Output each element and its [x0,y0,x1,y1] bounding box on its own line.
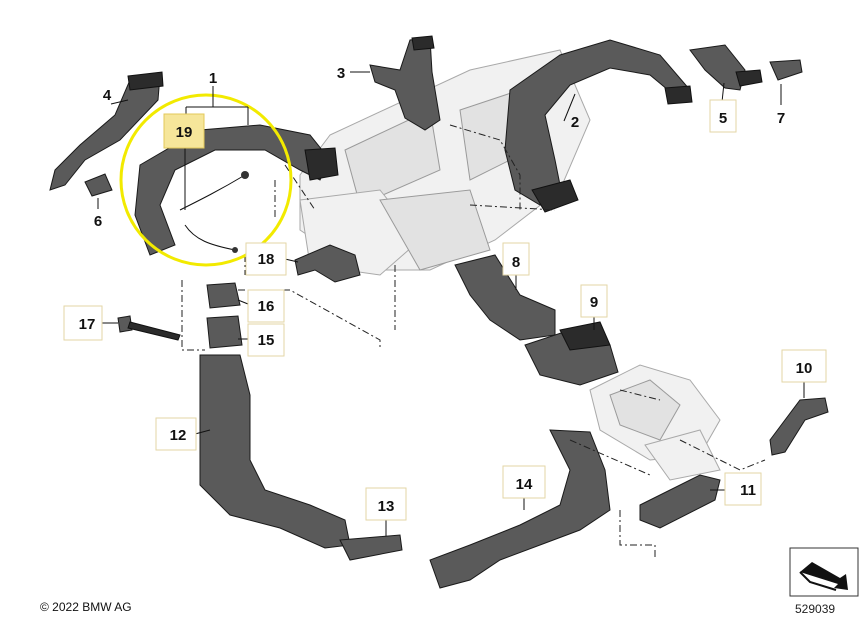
part-5-duct[interactable] [689,44,763,91]
svg-text:1: 1 [209,70,217,87]
part-11-tray[interactable] [639,474,721,529]
part-13-outlet[interactable] [339,534,403,561]
callout-17[interactable]: 17 [63,305,103,341]
svg-text:10: 10 [796,360,813,377]
svg-text:11: 11 [740,482,756,499]
callout-3[interactable]: 3 [337,65,345,82]
svg-text:4: 4 [103,87,112,104]
callout-18[interactable]: 18 [245,242,287,276]
callout-14[interactable]: 14 [502,465,546,499]
callout-6[interactable]: 6 [94,213,102,230]
svg-text:18: 18 [258,251,275,268]
svg-text:16: 16 [258,298,275,315]
callout-19[interactable]: 19 [163,113,205,149]
part-16-connector[interactable] [206,282,241,309]
callout-8[interactable]: 8 [502,242,530,276]
callout-10[interactable]: 10 [781,349,827,383]
diagram-number: 529039 [795,602,836,616]
svg-text:8: 8 [512,254,520,271]
callout-16[interactable]: 16 [247,289,285,323]
callout-2[interactable]: 2 [571,114,579,131]
part-7-nozzle[interactable] [769,59,803,81]
svg-text:17: 17 [79,316,96,333]
callout-7[interactable]: 7 [777,110,785,127]
svg-text:19: 19 [176,124,193,141]
svg-text:12: 12 [170,427,187,444]
callout-1[interactable]: 1 [209,70,217,87]
callout-4[interactable]: 4 [103,87,112,104]
highlight-circle [119,93,293,267]
part-6-clip[interactable] [84,173,113,197]
svg-text:14: 14 [516,476,533,493]
part-18-duct[interactable] [294,244,361,283]
svg-text:3: 3 [337,65,345,82]
part-17-screw[interactable] [117,315,181,341]
part-2-duct[interactable] [504,39,693,213]
callout-11[interactable]: 11 [724,472,762,506]
svg-text:15: 15 [258,332,275,349]
navigation-arrow-icon[interactable] [789,547,859,597]
part-10-duct[interactable] [769,397,829,456]
part-9-duct[interactable] [524,321,619,386]
part-4-duct[interactable] [49,71,164,191]
svg-text:2: 2 [571,114,579,131]
copyright-text: © 2022 BMW AG [40,600,132,614]
callout-15[interactable]: 15 [247,323,285,357]
svg-text:7: 7 [777,110,785,127]
callout-9[interactable]: 9 [580,284,608,318]
callout-5[interactable]: 5 [709,99,737,133]
callout-leaders [97,71,805,536]
svg-text:9: 9 [590,294,598,311]
part-19-harness[interactable] [179,171,249,253]
svg-text:13: 13 [378,498,395,515]
callout-12[interactable]: 12 [155,417,197,451]
callouts: 1 2 3 4 5 6 7 8 9 10 [63,65,827,521]
svg-text:6: 6 [94,213,102,230]
part-3-duct[interactable] [369,35,441,131]
svg-text:5: 5 [719,110,727,127]
part-12-duct[interactable] [199,354,351,549]
part-14-duct[interactable] [429,429,611,589]
callout-13[interactable]: 13 [365,487,407,521]
part-15-connector[interactable] [206,315,243,349]
